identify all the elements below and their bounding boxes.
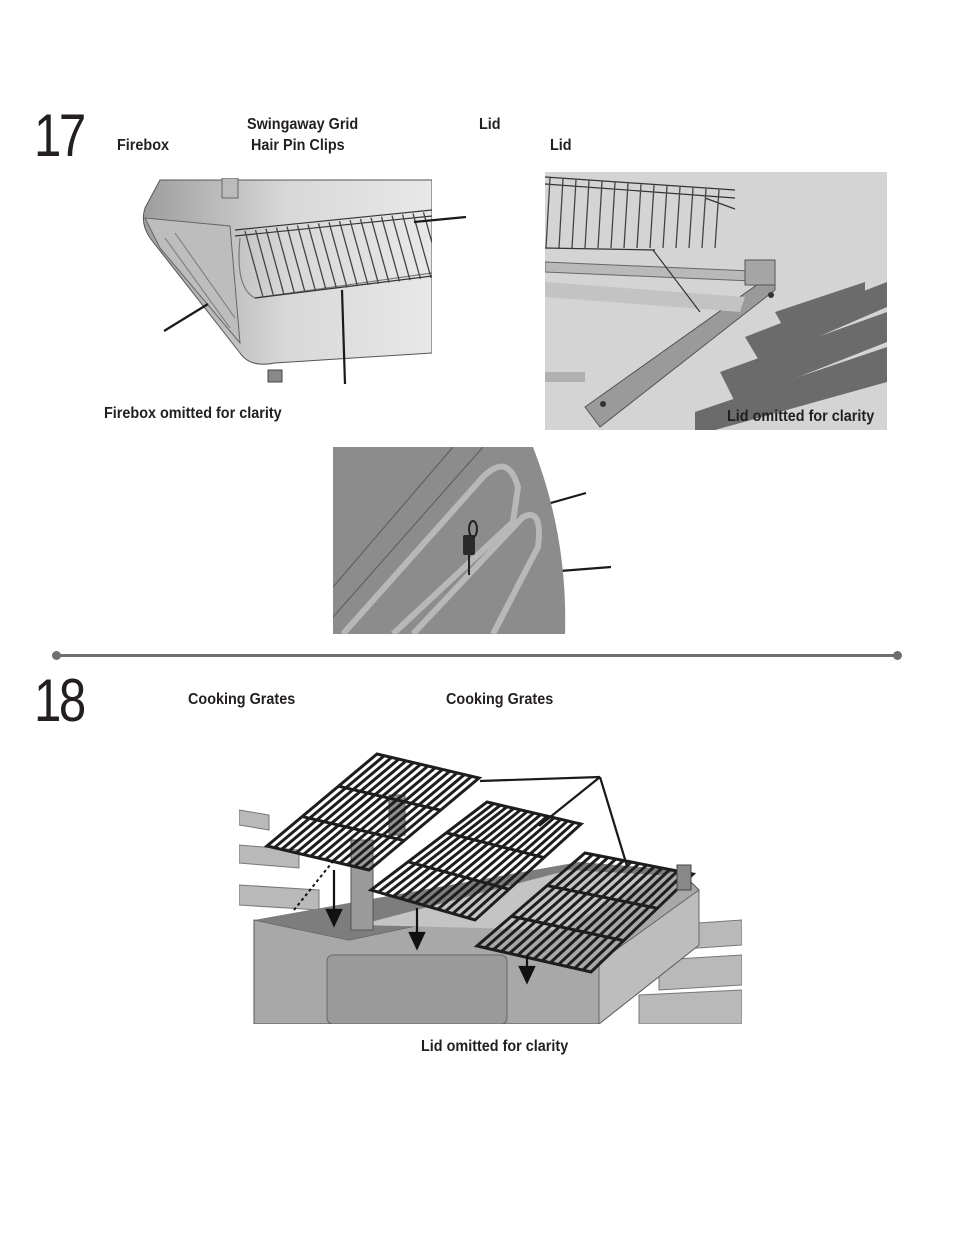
divider-end-dot-left — [52, 651, 61, 660]
label-cooking-grates-left: Cooking Grates — [188, 691, 296, 708]
caption-lid-omitted-step18: Lid omitted for clarity — [421, 1038, 569, 1055]
label-lid-second: Lid — [550, 137, 572, 154]
label-hair-pin-clips: Hair Pin Clips — [251, 137, 345, 154]
step-18-number: 18 — [34, 667, 86, 734]
divider-end-dot-right — [893, 651, 902, 660]
illustration-grid-in-firebox — [545, 172, 887, 430]
hair-pin-clip-icon — [463, 520, 478, 575]
caption-firebox-omitted: Firebox omitted for clarity — [104, 405, 282, 422]
illustration-hair-pin-clip-detail — [332, 446, 566, 637]
label-firebox: Firebox — [117, 137, 170, 154]
section-divider — [56, 654, 898, 657]
label-lid-top: Lid — [479, 116, 501, 133]
caption-lid-omitted-step17: Lid omitted for clarity — [727, 408, 875, 425]
step-17-number: 17 — [34, 102, 86, 169]
label-cooking-grates-right: Cooking Grates — [446, 691, 554, 708]
illustration-cooking-grates-install — [238, 750, 743, 1026]
label-swingaway-grid: Swingaway Grid — [247, 116, 359, 133]
illustration-swingaway-grid-in-lid — [140, 177, 443, 388]
